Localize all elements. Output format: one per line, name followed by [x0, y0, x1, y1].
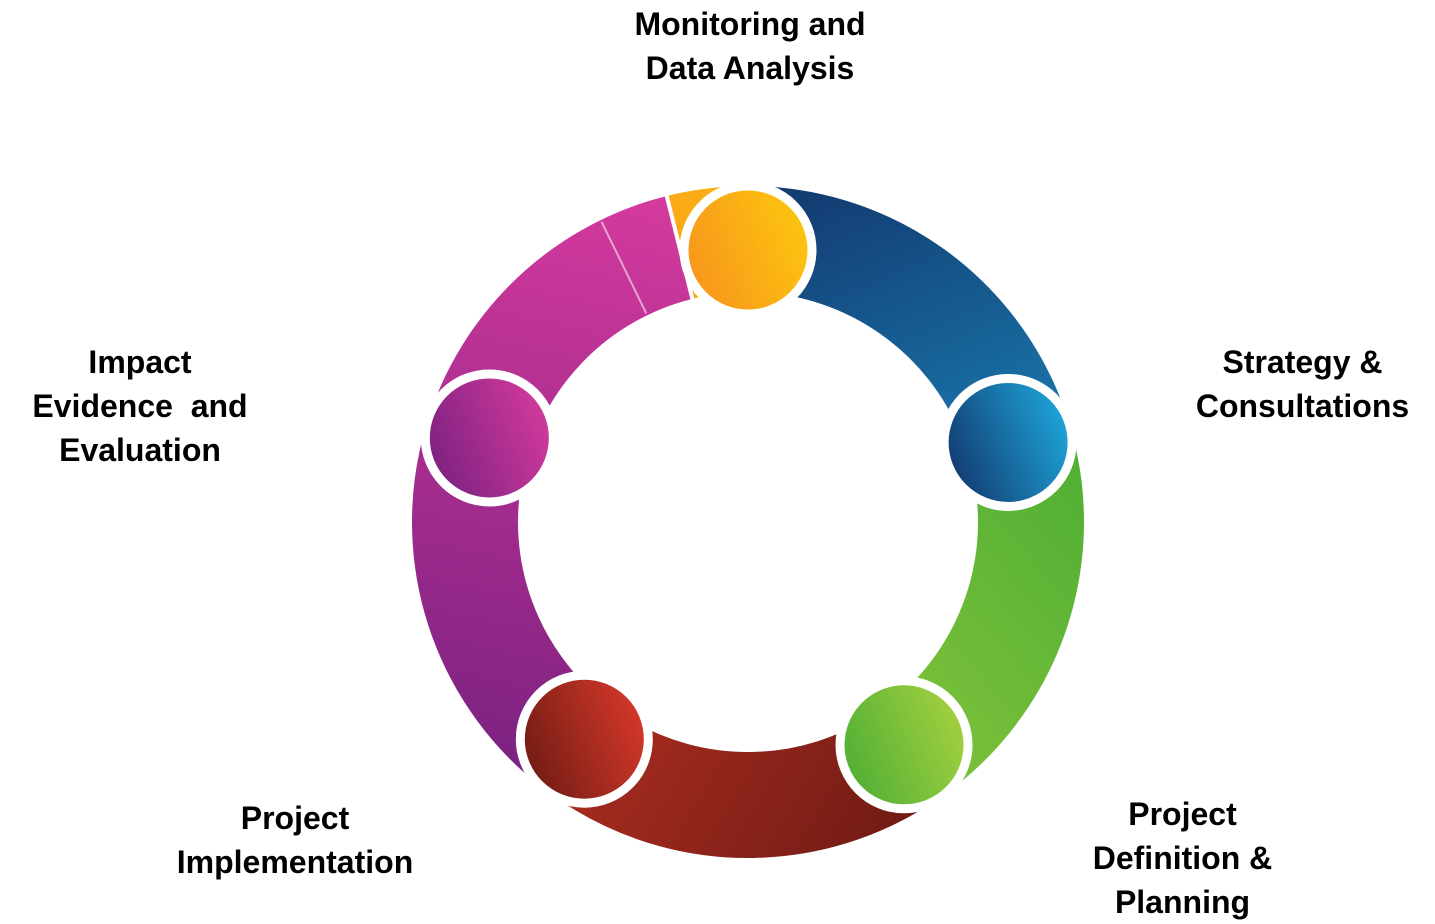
stage-label-impact-evidence-and-evaluation: Impact Evidence and Evaluation: [32, 344, 248, 468]
cycle-people: [420, 181, 1077, 814]
stage-label-project-definition-and-planning: Project Definition & Planning: [1092, 796, 1273, 920]
arm-seam-impact: [600, 221, 648, 314]
person-head-impact: [420, 369, 558, 507]
stage-label-monitoring-and-data-analysis: Monitoring and Data Analysis: [634, 6, 866, 86]
stage-label-strategy-and-consultations: Strategy & Consultations: [1195, 344, 1410, 424]
arm-segment-impact: [408, 192, 695, 791]
person-head-implementation: [515, 670, 653, 808]
person-head-strategy: [939, 373, 1077, 511]
person-head-monitoring: [679, 181, 817, 319]
person-head-definition: [835, 676, 973, 814]
stage-label-project-implementation: Project Implementation: [176, 800, 414, 880]
